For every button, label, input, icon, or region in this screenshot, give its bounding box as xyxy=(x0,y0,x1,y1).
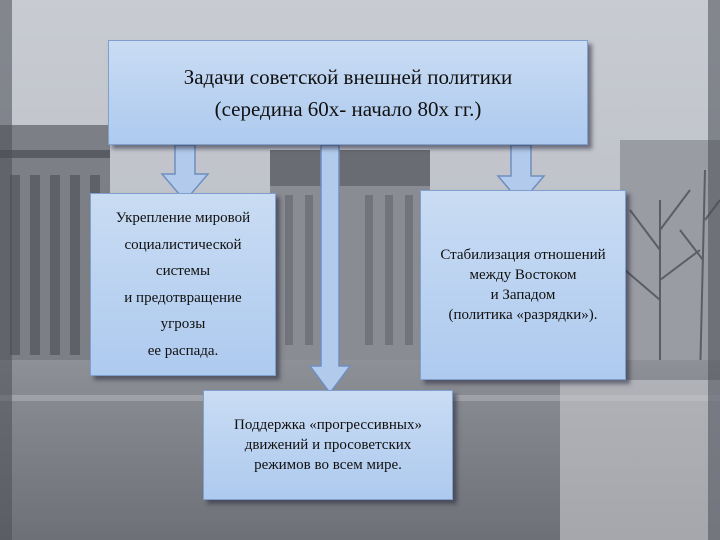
arrow-to-bottom-box xyxy=(308,144,352,395)
arrow-to-left-box xyxy=(160,144,210,203)
task-text-line: режимов во всем мире. xyxy=(254,457,402,473)
title-line-2: (середина 60х- начало 80х гг.) xyxy=(214,96,482,121)
task-box-progressive-movements: Поддержка «прогрессивных» движений и про… xyxy=(203,390,453,500)
task-text-line: и Западом xyxy=(490,287,556,303)
task-text-line: угрозы xyxy=(160,316,206,332)
task-text-line: Поддержка «прогрессивных» xyxy=(234,417,422,433)
task-text-line: и предотвращение xyxy=(124,289,242,306)
task-text-line: Стабилизация отношений xyxy=(440,247,606,263)
task-text-line: между Востоком xyxy=(469,267,577,283)
task-text-line: движений и просоветских xyxy=(244,437,412,453)
task-text-line: (политика «разрядки»). xyxy=(448,307,598,323)
task-text-line: ее распада. xyxy=(147,342,219,359)
arrow-to-right-box xyxy=(496,144,546,205)
task-box-socialist-system: Укрепление мировой социалистической сист… xyxy=(90,193,276,376)
title-line-1: Задачи советской внешней политики xyxy=(183,64,513,89)
task-text-line: системы xyxy=(155,263,211,279)
task-box-detente: Стабилизация отношений между Востоком и … xyxy=(420,190,626,380)
task-text-line: социалистической xyxy=(124,236,242,253)
task-text-line: Укрепление мировой xyxy=(115,210,251,226)
title-box: Задачи советской внешней политики (серед… xyxy=(108,40,588,145)
